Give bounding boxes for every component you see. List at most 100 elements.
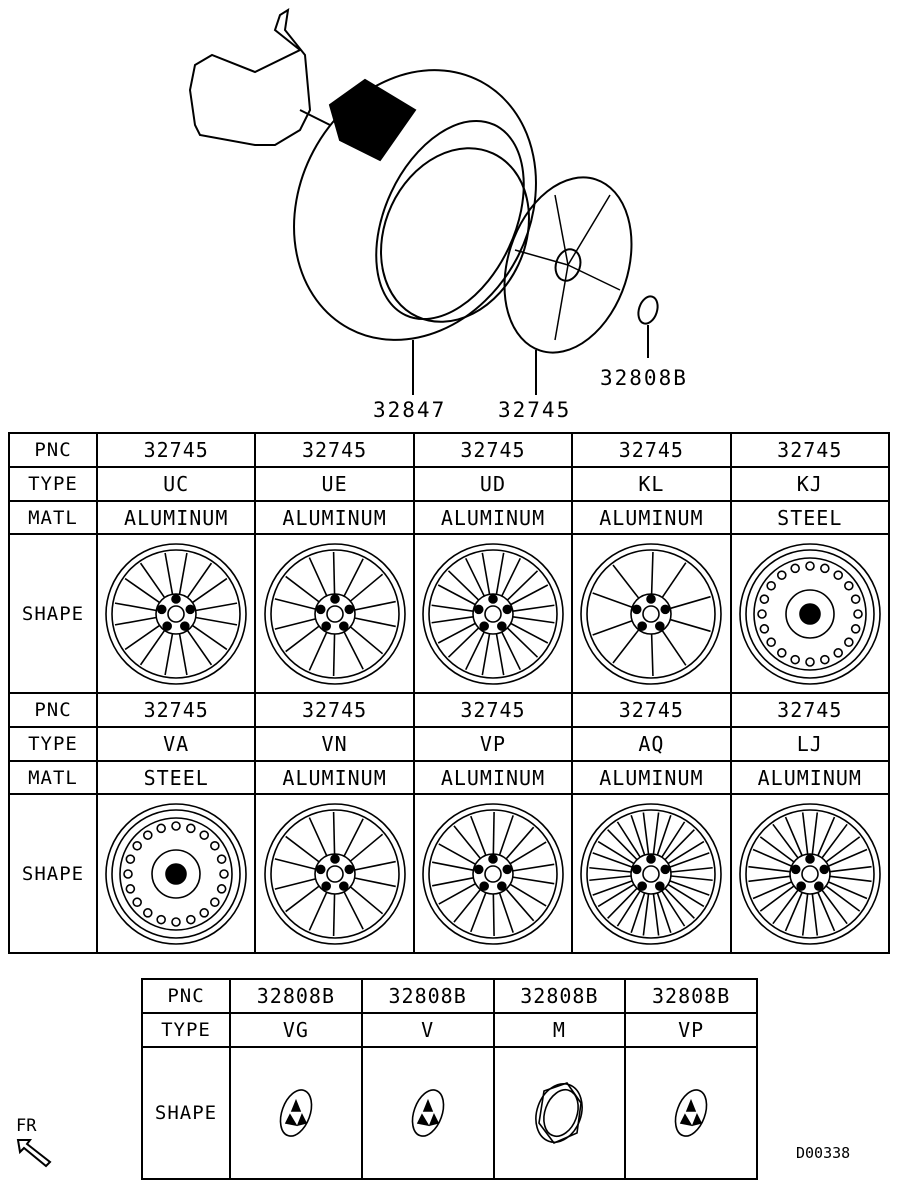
cell-matl: ALUMINUM (729, 760, 891, 795)
wheel-shape-icon (105, 802, 247, 945)
cell-type: VA (95, 726, 257, 762)
cell-pnc: 32745 (95, 692, 257, 728)
cell-pnc: 32808B (229, 978, 363, 1014)
cell-shape (95, 533, 257, 694)
wheel-shape-icon (422, 542, 564, 685)
cell-type: VP (412, 726, 574, 762)
cell-type: VP (624, 1012, 758, 1048)
row-label: PNC (8, 692, 98, 728)
wheel-shape-icon (263, 802, 406, 945)
cell-shape (729, 533, 891, 694)
callout-tire: 32847 (373, 398, 447, 422)
cell-type: UC (95, 466, 257, 502)
cell-matl: STEEL (95, 760, 257, 795)
tire-outline (293, 69, 537, 341)
tire-label-sticker (328, 78, 417, 162)
cell-matl: STEEL (729, 500, 891, 535)
cell-pnc: 32745 (254, 692, 415, 728)
cell-shape (571, 793, 732, 954)
row-shape: SHAPE (8, 793, 891, 954)
cell-pnc: 32745 (571, 432, 732, 468)
row-label: TYPE (141, 1012, 231, 1048)
front-arrow-icon (16, 1139, 52, 1168)
drawing-code: D00338 (796, 1144, 851, 1162)
cell-matl: ALUMINUM (254, 500, 415, 535)
wheel-shape-icon (263, 542, 406, 685)
cell-pnc: 32745 (254, 432, 415, 468)
cell-shape (360, 1046, 495, 1180)
row-label: TYPE (8, 726, 98, 762)
row-label: PNC (141, 978, 231, 1014)
row-shape: SHAPE (141, 1046, 758, 1180)
cell-matl: ALUMINUM (254, 760, 415, 795)
wheel-shape-icon (580, 542, 723, 685)
cell-type: UD (412, 466, 574, 502)
row-label: MATL (8, 760, 98, 795)
cell-pnc: 32808B (492, 978, 627, 1014)
cell-shape (412, 793, 574, 954)
cell-shape (492, 1046, 627, 1180)
cell-type: VN (254, 726, 415, 762)
row-label: SHAPE (8, 793, 98, 954)
cell-type: AQ (571, 726, 732, 762)
row-label: SHAPE (141, 1046, 231, 1180)
row-label: PNC (8, 432, 98, 468)
front-direction-indicator: FR (16, 1116, 56, 1173)
cell-pnc: 32745 (571, 692, 732, 728)
cell-shape (412, 533, 574, 694)
cell-pnc: 32808B (360, 978, 495, 1014)
cell-pnc: 32808B (624, 978, 758, 1014)
cell-type: VG (229, 1012, 363, 1048)
row-label: MATL (8, 500, 98, 535)
cell-shape (729, 793, 891, 954)
center-cap-shape-icon (411, 1089, 444, 1137)
callout-center-cap: 32808B (600, 366, 688, 390)
cell-matl: ALUMINUM (412, 760, 574, 795)
wheel-face (503, 176, 633, 354)
cell-type: V (360, 1012, 495, 1048)
cell-matl: ALUMINUM (412, 500, 574, 535)
cell-pnc: 32745 (412, 692, 574, 728)
fender-liner-drawing (188, 8, 312, 146)
cell-type: LJ (729, 726, 891, 762)
cell-shape (95, 793, 257, 954)
cell-type: KL (571, 466, 732, 502)
cell-pnc: 32745 (95, 432, 257, 468)
cell-shape (254, 533, 415, 694)
cell-type: M (492, 1012, 627, 1048)
cell-type: KJ (729, 466, 891, 502)
front-label: FR (16, 1116, 37, 1136)
wheel-shape-icon (738, 542, 881, 685)
row-shape: SHAPE (8, 533, 891, 694)
wheel-shape-icon (105, 542, 247, 685)
cell-pnc: 32745 (729, 692, 891, 728)
wheel-shape-icon (738, 802, 881, 945)
cell-pnc: 32745 (729, 432, 891, 468)
row-label: SHAPE (8, 533, 98, 694)
wheel-shape-icon (422, 802, 564, 945)
center-cap-shape-icon (535, 1082, 584, 1144)
center-cap-drawing (637, 295, 659, 325)
callout-wheel: 32745 (498, 398, 572, 422)
cell-pnc: 32745 (412, 432, 574, 468)
wheel-shape-icon (580, 802, 723, 945)
cell-shape (229, 1046, 363, 1180)
cell-shape (254, 793, 415, 954)
cell-type: UE (254, 466, 415, 502)
cell-shape (571, 533, 732, 694)
row-label: TYPE (8, 466, 98, 502)
center-cap-shape-icon (674, 1089, 708, 1137)
cell-shape (624, 1046, 758, 1180)
cell-matl: ALUMINUM (95, 500, 257, 535)
center-cap-shape-icon (279, 1089, 313, 1137)
